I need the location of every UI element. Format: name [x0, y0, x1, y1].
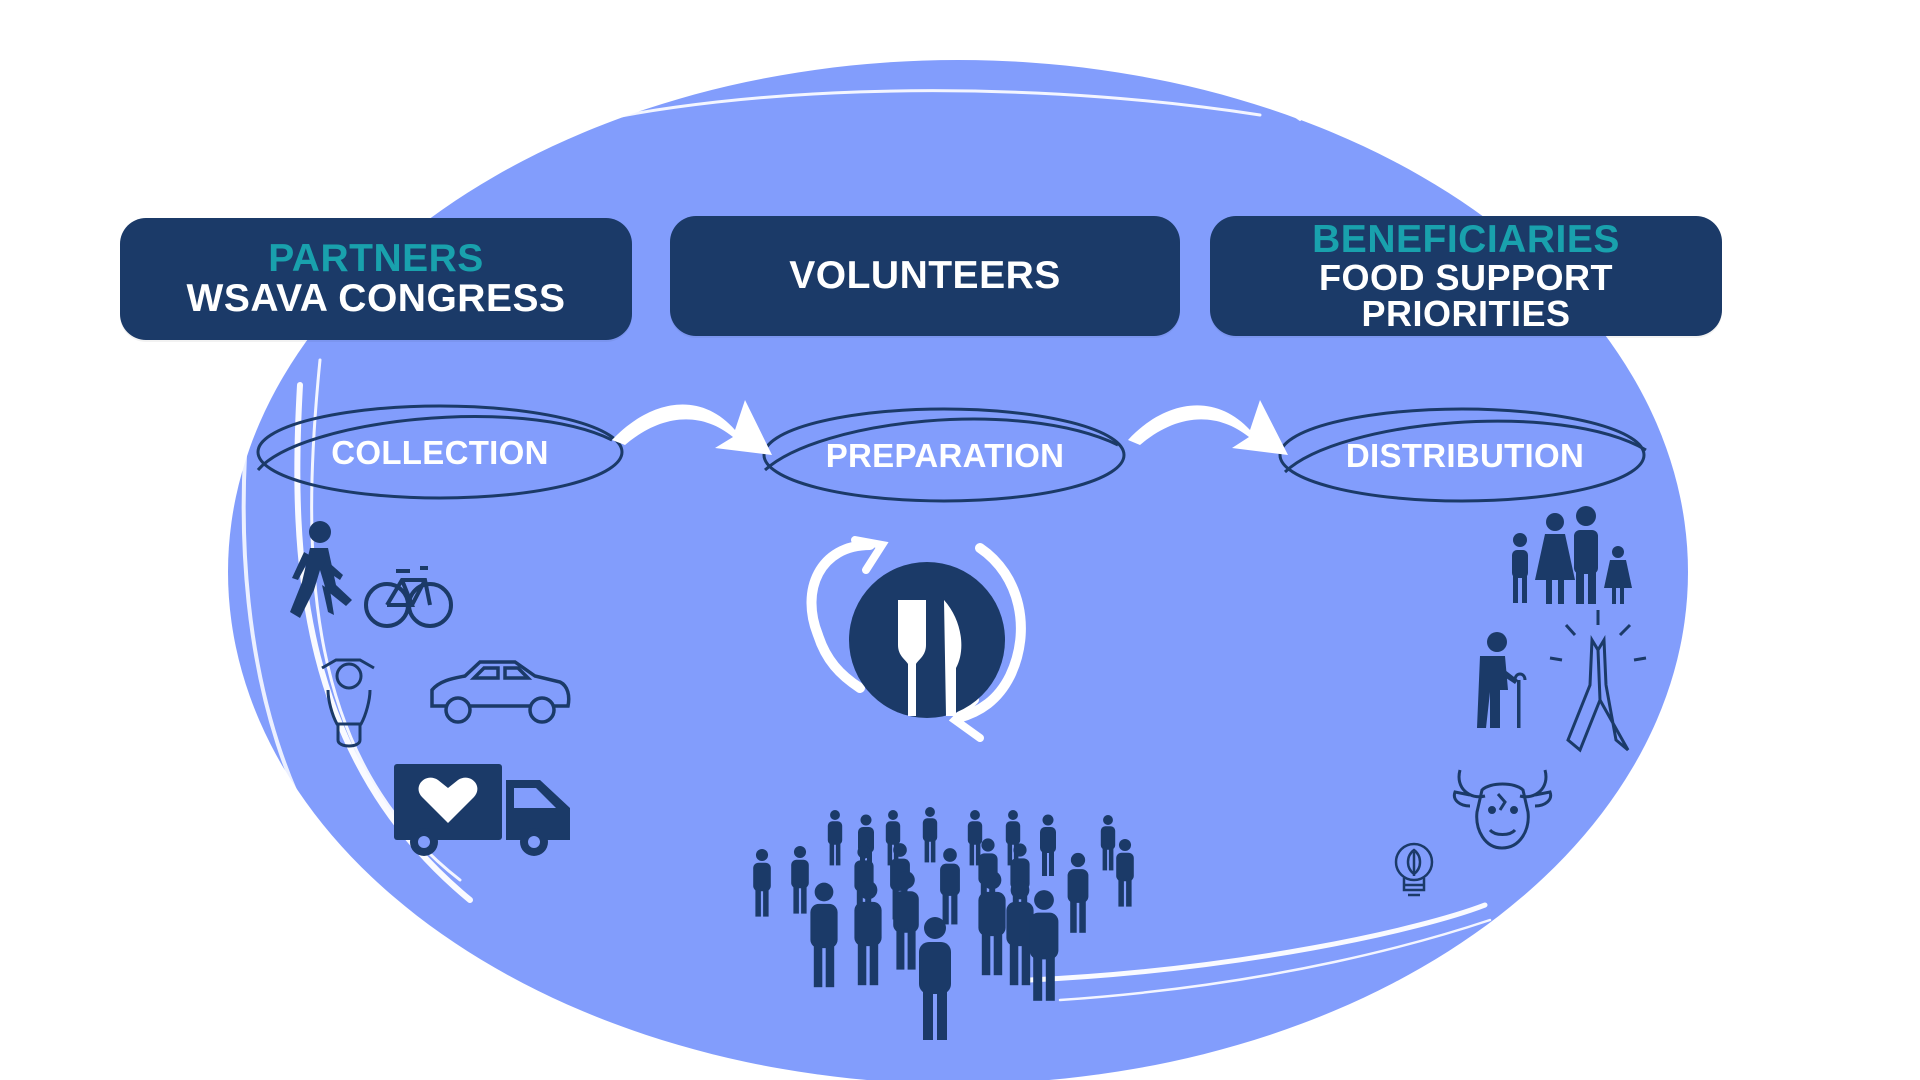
crowd-person [940, 848, 960, 925]
crowd-person [967, 810, 983, 866]
crowd-person [1116, 838, 1134, 907]
beneficiaries-banner: BENEFICIARIES FOOD SUPPORT PRIORITIES [1210, 216, 1722, 336]
partners-label: PARTNERS [268, 237, 484, 280]
crowd-person [827, 810, 843, 866]
elderly-person-icon [1477, 632, 1527, 728]
distribution-oval [1278, 407, 1647, 503]
volunteers-label: VOLUNTEERS [789, 254, 1061, 297]
crowd-person [1029, 890, 1059, 1001]
crowd-person [1040, 814, 1056, 876]
walking-person-icon [290, 521, 352, 618]
arrow-collection-to-preparation [612, 400, 772, 455]
crowd-person [753, 848, 771, 917]
crowd-person [919, 917, 951, 1040]
crowd-person [1067, 852, 1089, 933]
priorities-label: PRIORITIES [1361, 293, 1571, 334]
crowd-person [922, 807, 938, 863]
crowd-person [1100, 815, 1116, 871]
lightbulb-leaf-icon [1394, 842, 1434, 897]
fork-knife-plate-icon [849, 562, 1005, 718]
family-icon [1512, 506, 1632, 604]
crowd-person [1006, 880, 1034, 986]
crowd-person [791, 845, 809, 914]
distribution-label: DISTRIBUTION [1345, 437, 1585, 474]
preparation-oval [762, 407, 1126, 503]
delivery-truck-heart-icon [394, 764, 570, 856]
bicycle-icon [364, 566, 453, 628]
collection-label: COLLECTION [331, 434, 549, 471]
collection-oval [256, 404, 624, 500]
praying-hands-icon [1549, 610, 1647, 753]
preparation-label: PREPARATION [825, 437, 1065, 474]
cow-head-icon [1452, 769, 1553, 850]
food-support-label: FOOD SUPPORT [1318, 257, 1614, 298]
scooter-icon [321, 658, 375, 748]
car-icon [430, 660, 571, 724]
crowd-person [1010, 843, 1030, 918]
crowd-person [978, 870, 1006, 976]
crowd-person [854, 880, 882, 986]
arrow-preparation-to-distribution [1128, 400, 1288, 455]
volunteers-banner: VOLUNTEERS [670, 216, 1180, 336]
crowd-icon [753, 807, 1134, 1040]
crowd-person [810, 882, 838, 988]
crowd-person [893, 871, 919, 970]
partners-banner: PARTNERS WSAVA CONGRESS [120, 218, 632, 340]
cycle-arrows-icon [806, 536, 1026, 742]
beneficiaries-label: BENEFICIARIES [1312, 218, 1620, 261]
wsava-congress-label: WSAVA CONGRESS [186, 277, 566, 320]
